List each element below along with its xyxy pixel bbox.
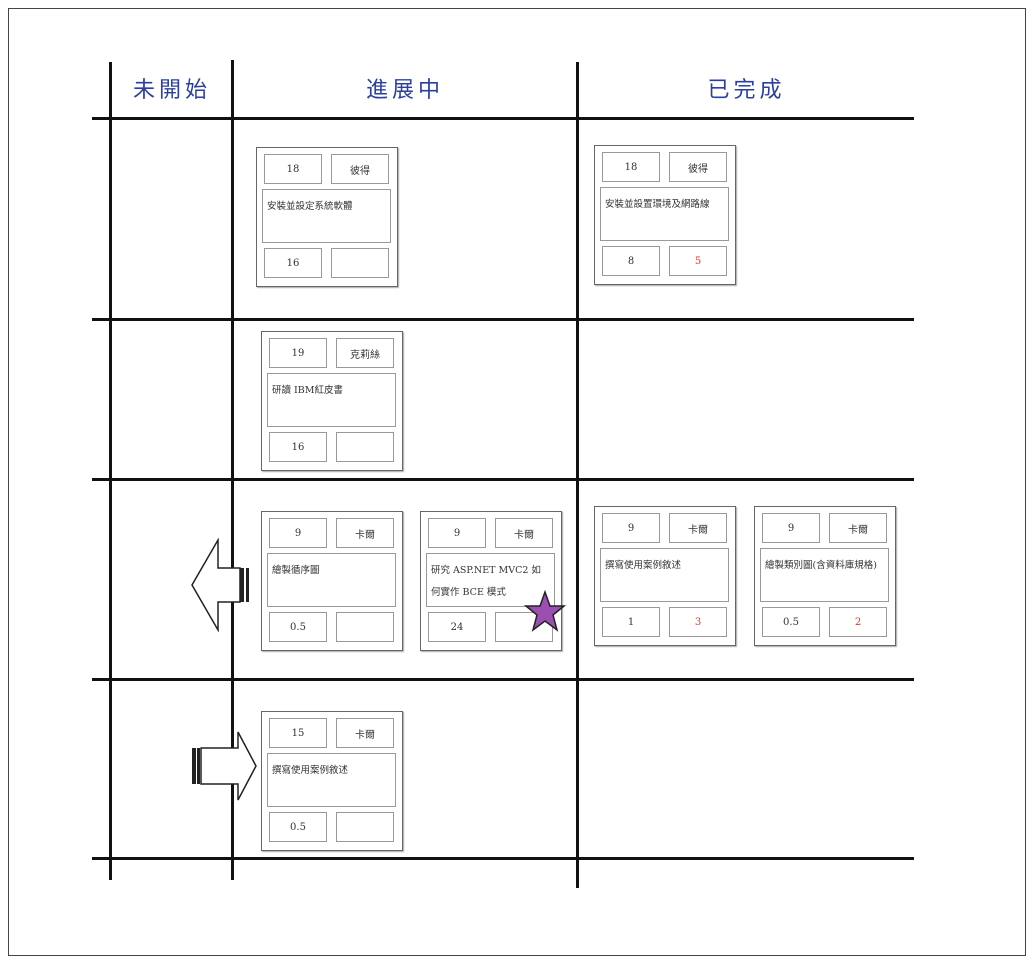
card-estimate: 24 [428, 612, 486, 642]
task-card[interactable]: 15 卡爾撰寫使用案例敘述 0.5 [261, 711, 403, 851]
card-owner: 卡爾 [669, 513, 727, 543]
task-card[interactable]: 18 彼得安裝並設定系統軟體 16 [256, 147, 398, 287]
card-estimate: 0.5 [269, 612, 327, 642]
card-actual [336, 812, 394, 842]
card-task: 安裝並設置環境及網路線 [600, 187, 729, 241]
card-estimate: 1 [602, 607, 660, 637]
card-id: 9 [762, 513, 820, 543]
star-icon [524, 590, 566, 632]
grid-line [92, 318, 914, 321]
card-actual: 3 [669, 607, 727, 637]
card-task: 撰寫使用案例敘述 [600, 548, 729, 602]
card-id: 9 [428, 518, 486, 548]
card-owner: 彼得 [669, 152, 727, 182]
grid-line [92, 478, 914, 481]
column-header-todo: 未開始 [132, 78, 211, 103]
grid-line [92, 678, 914, 681]
card-owner: 彼得 [331, 154, 389, 184]
card-id: 15 [269, 718, 327, 748]
frame [8, 8, 1026, 956]
card-estimate: 0.5 [762, 607, 820, 637]
card-owner: 卡爾 [495, 518, 553, 548]
card-actual [336, 432, 394, 462]
card-id: 19 [269, 338, 327, 368]
card-owner: 克莉絲 [336, 338, 394, 368]
task-card[interactable]: 9 卡爾繪製類別圖(含資料庫規格) 0.5 2 [754, 506, 896, 646]
card-id: 9 [269, 518, 327, 548]
card-estimate: 0.5 [269, 812, 327, 842]
card-actual: 2 [829, 607, 887, 637]
grid-line [92, 117, 914, 120]
arrow-right-icon [192, 731, 257, 801]
card-id: 18 [602, 152, 660, 182]
card-actual: 5 [669, 246, 727, 276]
card-task: 研讀 IBM紅皮書 [267, 373, 396, 427]
task-card[interactable]: 9 卡爾研究 ASP.NET MVC2 如何實作 BCE 模式 24 [420, 511, 562, 651]
card-actual [331, 248, 389, 278]
card-task: 撰寫使用案例敘述 [267, 753, 396, 807]
card-owner: 卡爾 [336, 718, 394, 748]
arrow-left-icon [191, 538, 249, 632]
card-task: 安裝並設定系統軟體 [262, 189, 391, 243]
card-task: 繪製類別圖(含資料庫規格) [760, 548, 889, 602]
card-estimate: 16 [269, 432, 327, 462]
task-card[interactable]: 9 卡爾繪製循序圖 0.5 [261, 511, 403, 651]
card-task: 研究 ASP.NET MVC2 如何實作 BCE 模式 [426, 553, 555, 607]
card-estimate: 8 [602, 246, 660, 276]
grid-line [92, 857, 914, 860]
card-id: 9 [602, 513, 660, 543]
grid-line [109, 62, 112, 880]
card-task: 繪製循序圖 [267, 553, 396, 607]
card-id: 18 [264, 154, 322, 184]
column-header-in-progress: 進展中 [365, 78, 444, 103]
task-card[interactable]: 19 克莉絲研讀 IBM紅皮書 16 [261, 331, 403, 471]
card-owner: 卡爾 [829, 513, 887, 543]
card-actual [336, 612, 394, 642]
grid-line [576, 62, 579, 888]
grid-line [231, 60, 234, 880]
column-header-done: 已完成 [707, 78, 786, 103]
card-owner: 卡爾 [336, 518, 394, 548]
card-estimate: 16 [264, 248, 322, 278]
